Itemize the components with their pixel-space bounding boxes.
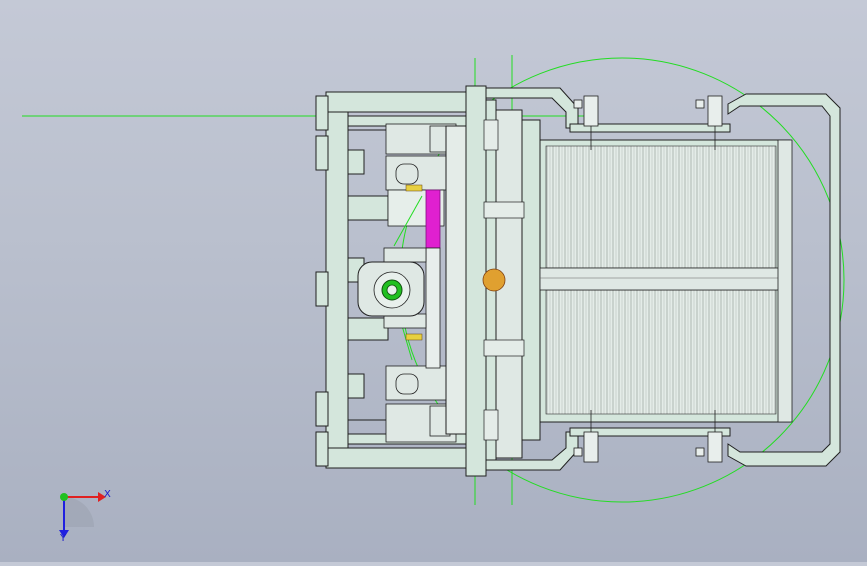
- y-axis-label: Y: [59, 533, 67, 544]
- upper-slat-section: [545, 145, 777, 269]
- origin-icon: [60, 493, 68, 501]
- highlighted-guide-rod[interactable]: [425, 189, 441, 249]
- outer-tube-frame[interactable]: [485, 87, 841, 471]
- coordinate-triad: X Y: [59, 489, 111, 544]
- upper-slide-block[interactable]: [385, 123, 457, 227]
- slide-pad-middle: [405, 333, 423, 341]
- guide-rod[interactable]: [425, 247, 441, 369]
- lower-slat-section: [545, 289, 777, 415]
- link-rod-1: [393, 195, 423, 247]
- conveyor-bed[interactable]: [539, 139, 793, 423]
- lower-slide-block[interactable]: [385, 365, 457, 443]
- bearing-orange[interactable]: [482, 268, 506, 292]
- clamp-fittings[interactable]: [573, 95, 723, 463]
- drive-motor[interactable]: [357, 247, 427, 329]
- x-axis-label: X: [104, 489, 111, 500]
- slide-pad-top: [405, 184, 423, 192]
- connector-plates: [483, 119, 525, 441]
